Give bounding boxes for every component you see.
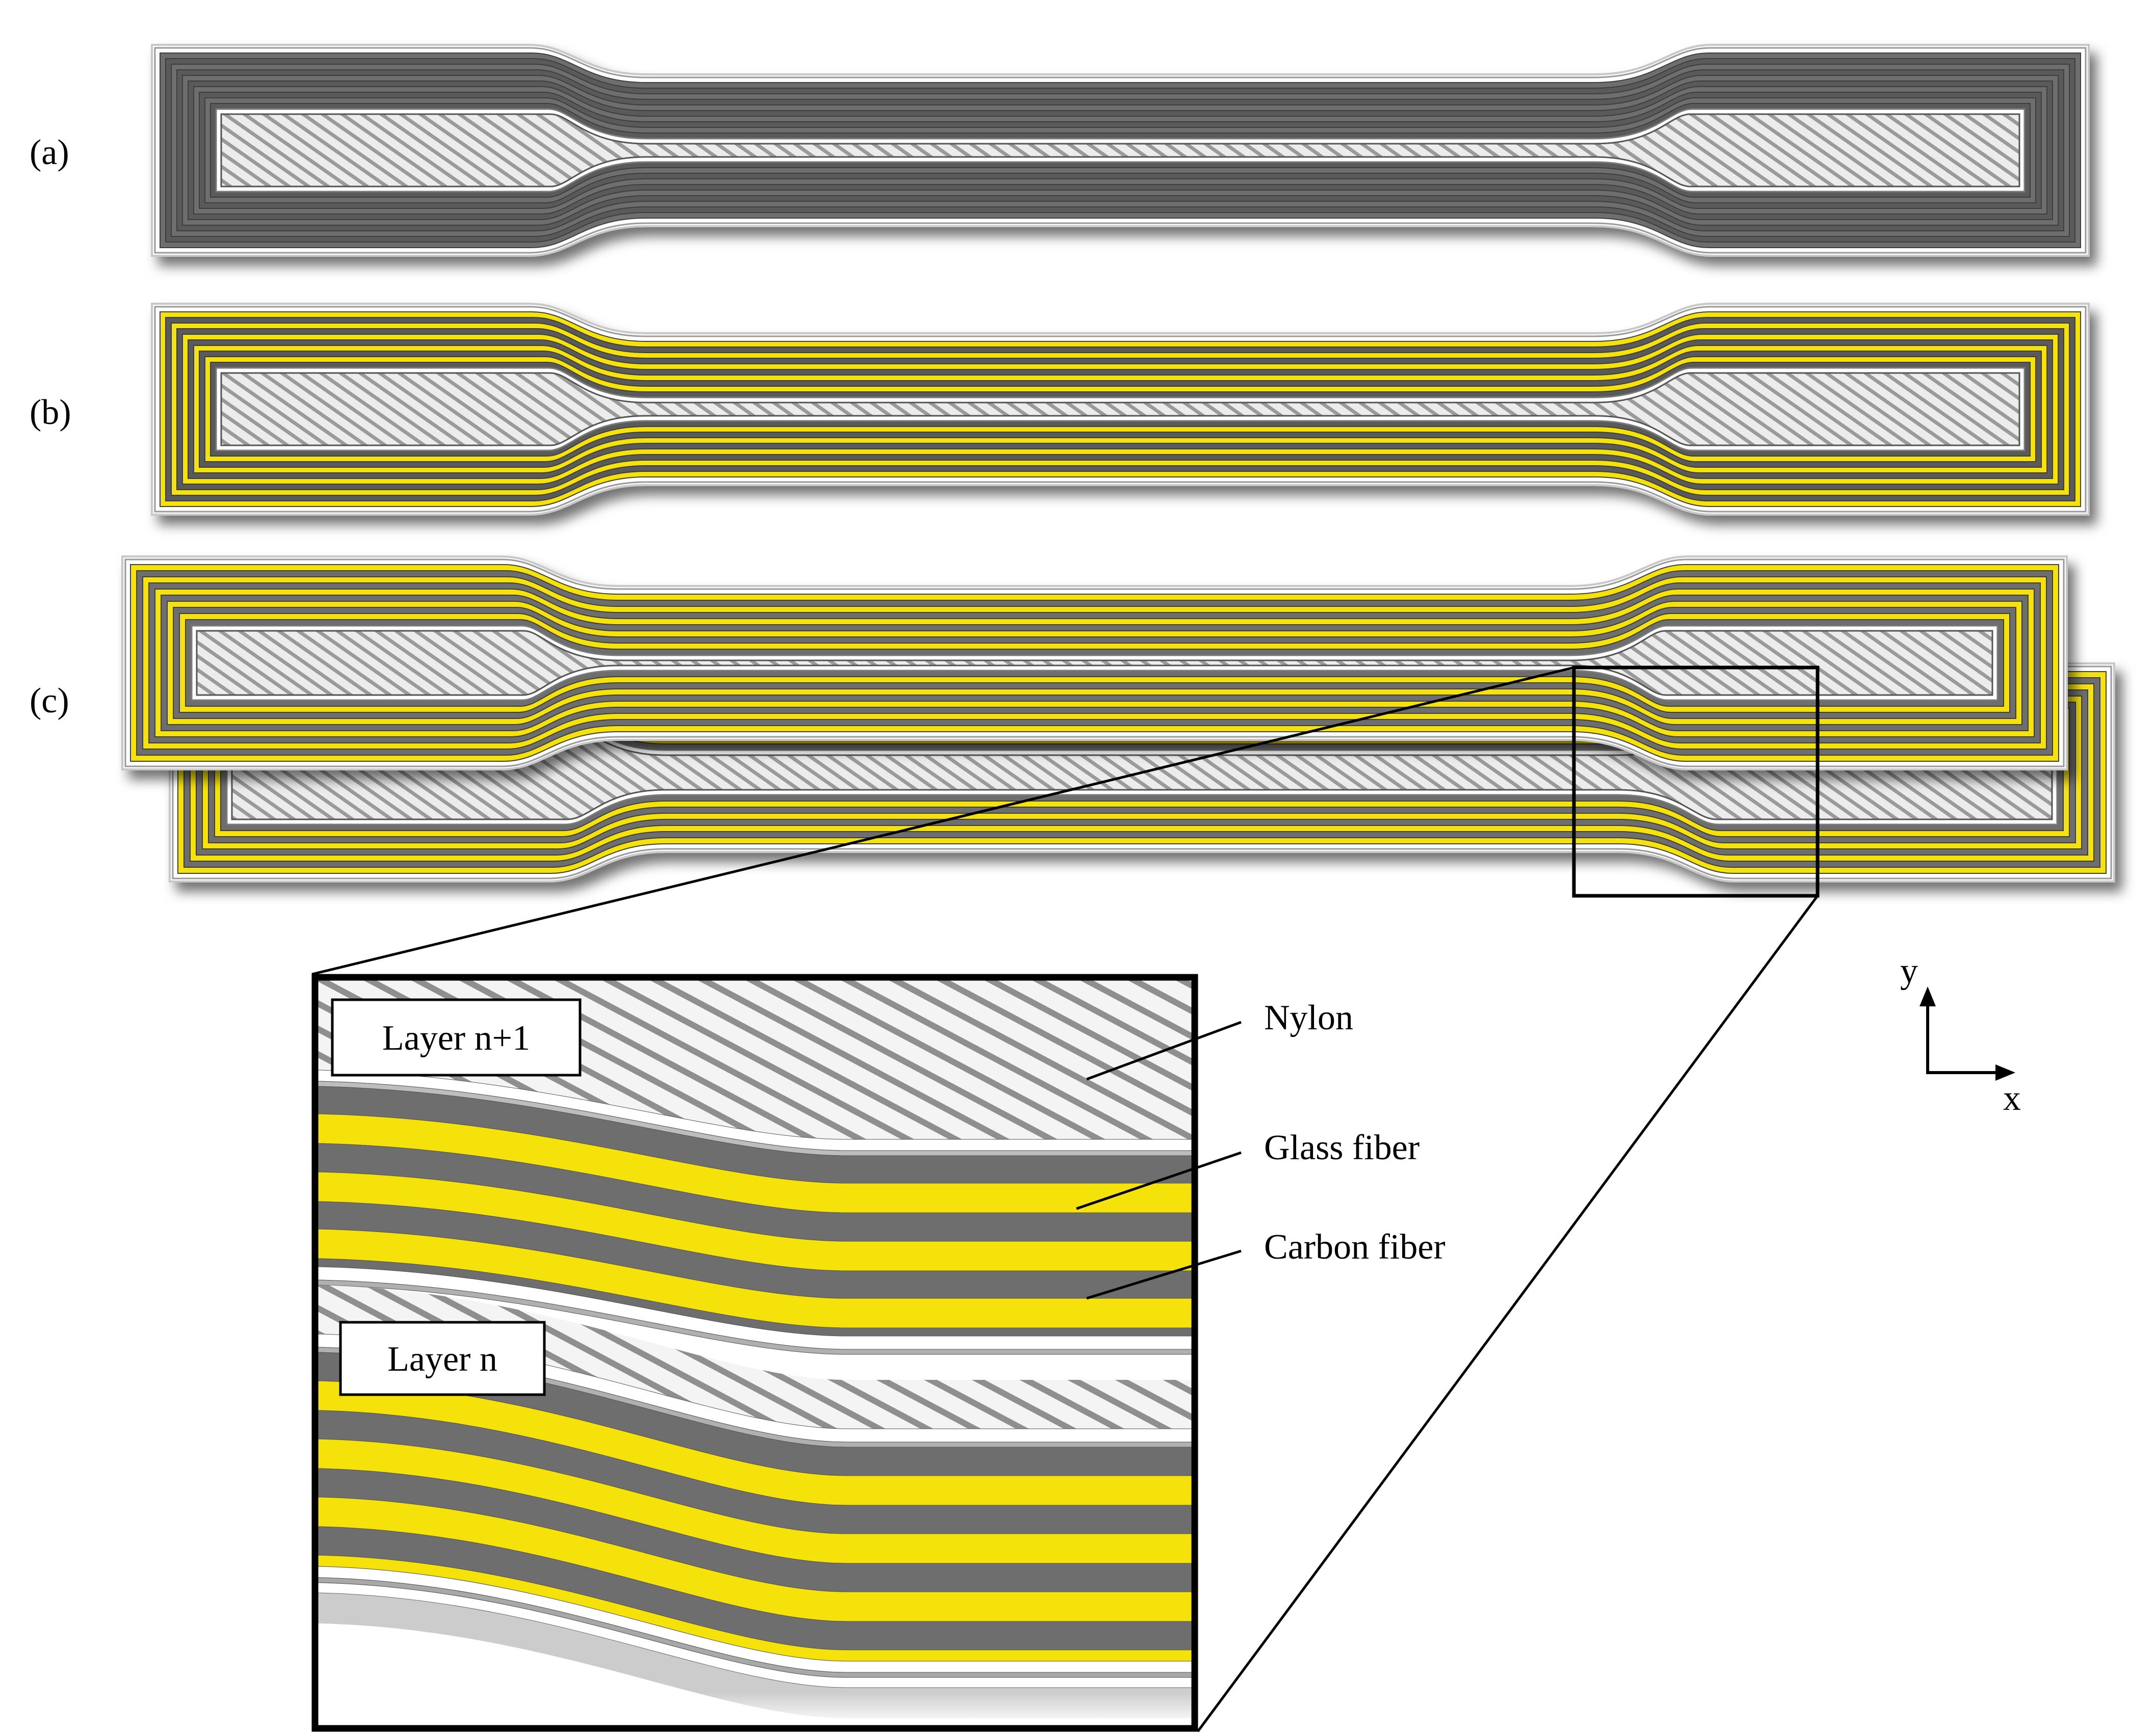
zoom-region xyxy=(1572,665,1820,898)
layer-n-label: Layer n xyxy=(387,1340,497,1379)
axis-y-label: y xyxy=(1900,951,1918,991)
nylon-leader xyxy=(1086,1021,1242,1081)
layer-n-label-box: Layer n xyxy=(339,1321,546,1396)
specimen-a-carbon xyxy=(151,44,2090,257)
inset-fade xyxy=(318,1692,1192,1725)
panel-label-a: (a) xyxy=(30,133,69,172)
nylon-infill xyxy=(220,372,2020,446)
legend-nylon: Nylon xyxy=(1264,998,1353,1037)
legend-carbon-fiber: Carbon fiber xyxy=(1264,1228,1445,1267)
specimen-c-layer-n-plus-1 xyxy=(121,555,2068,770)
axis-x-label: x xyxy=(2003,1079,2021,1118)
legend-glass-fiber: Glass fiber xyxy=(1264,1128,1419,1167)
nylon-infill xyxy=(220,113,2020,188)
panel-label-c: (c) xyxy=(30,681,69,721)
inset-shadow xyxy=(318,1593,1192,1718)
carbon-leader xyxy=(1086,1249,1242,1300)
zoom-connector-left xyxy=(311,666,1574,976)
layer-n-plus-1-label: Layer n+1 xyxy=(382,1019,530,1058)
inset-frame xyxy=(311,974,1198,1732)
coordinate-axes: y x xyxy=(1900,951,2021,1118)
panel-label-b: (b) xyxy=(30,393,71,432)
specimen-b-glass xyxy=(151,303,2090,516)
zoom-connector-right xyxy=(1196,895,1819,1732)
glass-leader xyxy=(1076,1151,1242,1210)
layer-n-plus-1-label-box: Layer n+1 xyxy=(331,998,582,1077)
inset-stripe-top-10 xyxy=(318,1279,1192,1355)
nylon-infill xyxy=(196,630,1993,696)
